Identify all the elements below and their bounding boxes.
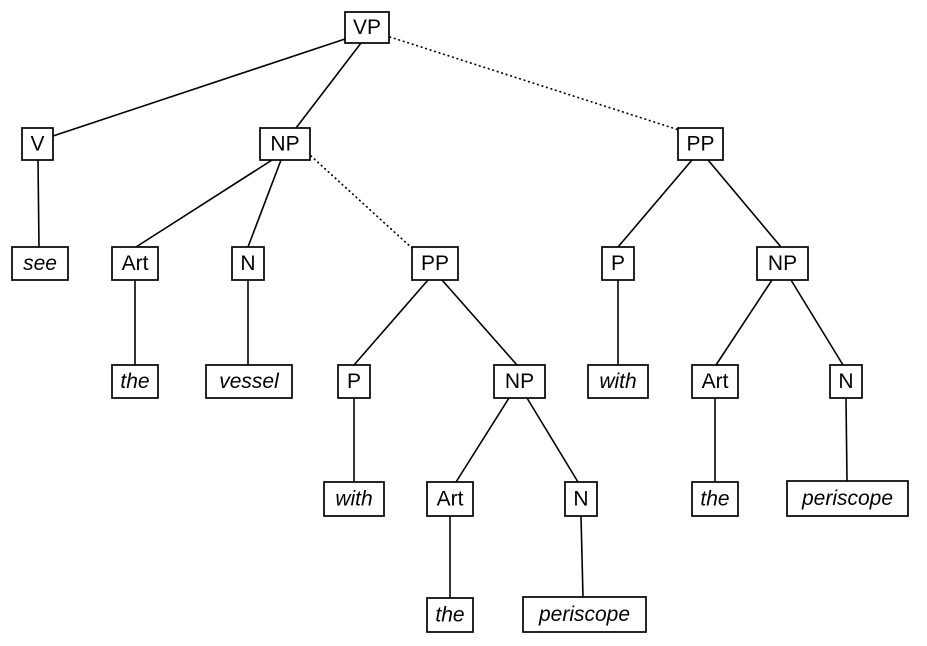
tree-edges-layer — [37, 36, 848, 598]
node-label-np_mid: NP — [505, 370, 534, 393]
node-label-with_r: with — [599, 370, 636, 393]
node-label-np_right: NP — [768, 252, 797, 275]
tree-edge-np1-art1 — [135, 159, 273, 248]
node-box-np_right — [756, 246, 809, 281]
node-box-vessel — [205, 364, 293, 399]
tree-edge-pp-mid-np-mid — [441, 279, 518, 366]
node-box-vp — [344, 11, 390, 44]
tree-node-np1[interactable]: NP — [259, 127, 311, 161]
node-box-pp_right — [677, 127, 724, 161]
node-box-n_right — [829, 364, 863, 399]
node-label-p_mid: P — [347, 370, 361, 393]
node-box-with_m — [323, 481, 385, 517]
node-label-see: see — [23, 252, 57, 275]
tree-edge-vp-v — [52, 38, 346, 137]
tree-node-vp[interactable]: VP — [344, 11, 390, 44]
node-label-with_m: with — [335, 488, 372, 511]
tree-edge-np-mid-n-mid — [526, 397, 579, 483]
node-box-art_right — [691, 364, 739, 399]
node-box-the_m — [426, 597, 474, 633]
tree-edge-pp-right-p-right — [617, 159, 693, 248]
tree-node-pp_right[interactable]: PP — [677, 127, 724, 161]
node-label-art_mid: Art — [437, 488, 464, 511]
node-box-n_mid — [564, 481, 598, 517]
tree-node-n_right[interactable]: N — [829, 364, 863, 399]
node-label-the1: the — [120, 370, 149, 393]
tree-node-art1[interactable]: Art — [111, 246, 159, 281]
tree-node-vessel[interactable]: vessel — [205, 364, 293, 399]
tree-edge-np1-n1 — [247, 159, 282, 248]
tree-edge-vp-np1 — [295, 42, 362, 129]
tree-edge-n-mid-persc-m — [580, 515, 584, 598]
tree-node-persc_r[interactable]: periscope — [786, 480, 909, 517]
tree-edge-pp-right-np-right — [707, 159, 782, 248]
tree-edge-np-mid-art-mid — [455, 397, 510, 483]
node-box-n1 — [231, 246, 265, 281]
tree-edge-np-right-n-r — [790, 279, 844, 366]
node-label-np1: NP — [270, 133, 299, 156]
tree-node-with_r[interactable]: with — [587, 364, 649, 399]
tree-edge-np1-pp-mid — [310, 155, 414, 250]
node-label-persc_m: periscope — [538, 603, 630, 626]
tree-node-p_right[interactable]: P — [601, 246, 635, 281]
node-box-v — [21, 127, 54, 161]
node-label-n_right: N — [838, 370, 853, 393]
node-box-np1 — [259, 127, 311, 161]
node-label-persc_r: periscope — [801, 487, 893, 510]
tree-node-see[interactable]: see — [11, 246, 69, 281]
node-label-vessel: vessel — [219, 370, 280, 393]
node-box-persc_r — [786, 480, 909, 517]
node-label-v: V — [30, 133, 44, 156]
tree-edge-np-right-art-r — [715, 279, 773, 366]
node-box-the1 — [111, 364, 159, 399]
node-label-n1: N — [240, 252, 255, 275]
node-label-n_mid: N — [573, 488, 588, 511]
tree-node-art_mid[interactable]: Art — [426, 481, 474, 517]
node-label-the_r: the — [700, 488, 729, 511]
node-box-p_right — [601, 246, 635, 281]
tree-node-the_r[interactable]: the — [691, 481, 739, 517]
tree-node-the1[interactable]: the — [111, 364, 159, 399]
tree-node-the_m[interactable]: the — [426, 597, 474, 633]
node-label-art_right: Art — [702, 370, 729, 393]
node-label-pp_right: PP — [686, 133, 714, 156]
tree-node-v[interactable]: V — [21, 127, 54, 161]
tree-node-n1[interactable]: N — [231, 246, 265, 281]
node-box-with_r — [587, 364, 649, 399]
tree-node-with_m[interactable]: with — [323, 481, 385, 517]
tree-edge-n-r-persc-r — [845, 397, 848, 482]
node-box-art1 — [111, 246, 159, 281]
tree-node-np_right[interactable]: NP — [756, 246, 809, 281]
node-label-the_m: the — [435, 604, 464, 627]
tree-node-pp_mid[interactable]: PP — [411, 246, 459, 281]
tree-node-persc_m[interactable]: periscope — [522, 596, 647, 633]
tree-node-np_mid[interactable]: NP — [493, 364, 546, 399]
node-box-p_mid — [337, 364, 371, 399]
node-box-the_r — [691, 481, 739, 517]
node-box-art_mid — [426, 481, 474, 517]
tree-node-n_mid[interactable]: N — [564, 481, 598, 517]
tree-edge-vp-pp-right — [389, 36, 680, 131]
node-label-p_right: P — [611, 252, 625, 275]
tree-edge-pp-mid-p-mid — [353, 279, 429, 366]
tree-node-art_right[interactable]: Art — [691, 364, 739, 399]
node-box-see — [11, 246, 69, 281]
node-box-pp_mid — [411, 246, 459, 281]
tree-edge-v-see — [37, 159, 40, 248]
node-label-art1: Art — [122, 252, 149, 275]
node-label-pp_mid: PP — [421, 252, 449, 275]
tree-node-p_mid[interactable]: P — [337, 364, 371, 399]
node-label-vp: VP — [353, 16, 381, 39]
node-box-persc_m — [522, 596, 647, 633]
node-box-np_mid — [493, 364, 546, 399]
